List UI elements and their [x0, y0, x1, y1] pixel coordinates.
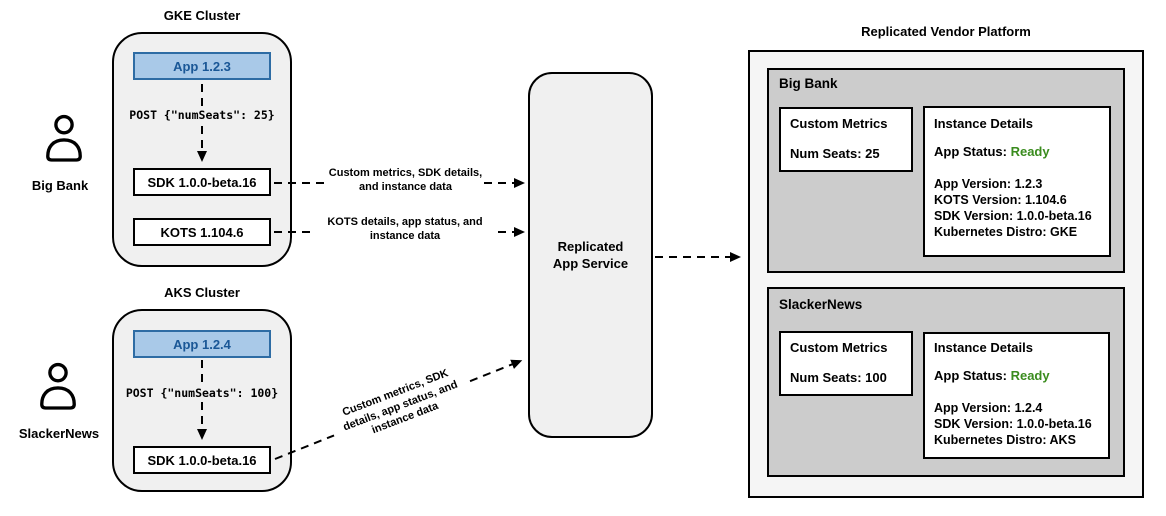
app-status-value: Ready — [1010, 368, 1050, 383]
customer-panel-label: SlackerNews — [779, 297, 863, 312]
service-name-line1: Replicated — [557, 239, 624, 254]
num-seats-value: Num Seats: 100 — [790, 370, 887, 385]
flow-label-aks-sdk: Custom metrics, SDK details, app status,… — [325, 361, 476, 452]
detail-line: App Version: 1.2.3 — [934, 177, 1043, 191]
instance-details-title: Instance Details — [934, 340, 1033, 355]
detail-line: Kubernetes Distro: GKE — [934, 225, 1078, 239]
custom-metrics-title: Custom Metrics — [790, 116, 888, 131]
gke-cluster-title: GKE Cluster — [163, 8, 241, 23]
gke-kots-label: KOTS 1.104.6 — [160, 224, 244, 240]
app-status-line: App Status: Ready — [934, 144, 1107, 159]
replicated-app-service-box: Replicated App Service — [528, 72, 653, 438]
instance-details-box: Instance Details App Status: Ready App V… — [923, 332, 1110, 459]
aks-app-label: App 1.2.4 — [173, 336, 231, 352]
detail-line: App Version: 1.2.4 — [934, 401, 1043, 415]
flow-label-gke-kots: KOTS details, app status, and instance d… — [315, 215, 495, 243]
customer-panel-label: Big Bank — [779, 76, 838, 91]
aks-app-box: App 1.2.4 — [133, 330, 271, 358]
instance-details-box: Instance Details App Status: Ready App V… — [923, 106, 1111, 257]
gke-kots-box: KOTS 1.104.6 — [133, 218, 271, 246]
actor-label-slackernews: SlackerNews — [18, 426, 100, 441]
user-icon — [46, 114, 82, 162]
service-name-line2: App Service — [552, 256, 629, 271]
app-status-label: App Status: — [934, 368, 1007, 383]
gke-app-label: App 1.2.3 — [173, 58, 231, 74]
custom-metrics-box: Custom Metrics Num Seats: 100 — [779, 331, 913, 396]
detail-line: SDK Version: 1.0.0-beta.16 — [934, 417, 1092, 431]
vendor-platform-title: Replicated Vendor Platform — [861, 24, 1031, 39]
custom-metrics-box: Custom Metrics Num Seats: 25 — [779, 107, 913, 172]
num-seats-value: Num Seats: 25 — [790, 146, 880, 161]
gke-app-box: App 1.2.3 — [133, 52, 271, 80]
gke-post-payload: POST {"numSeats": 25} — [120, 107, 284, 123]
app-status-value: Ready — [1010, 144, 1050, 159]
gke-sdk-label: SDK 1.0.0-beta.16 — [147, 174, 257, 190]
app-status-line: App Status: Ready — [934, 368, 1106, 383]
detail-line: KOTS Version: 1.104.6 — [934, 193, 1067, 207]
flow-label-gke-sdk: Custom metrics, SDK details, and instanc… — [328, 166, 483, 194]
gke-sdk-box: SDK 1.0.0-beta.16 — [133, 168, 271, 196]
actor-label-big-bank: Big Bank — [31, 178, 89, 193]
aks-sdk-label: SDK 1.0.0-beta.16 — [147, 452, 257, 468]
user-icon — [40, 362, 76, 410]
aks-post-payload: POST {"numSeats": 100} — [120, 385, 284, 401]
app-status-label: App Status: — [934, 144, 1007, 159]
detail-line: Kubernetes Distro: AKS — [934, 433, 1076, 447]
instance-details-title: Instance Details — [934, 116, 1033, 131]
custom-metrics-title: Custom Metrics — [790, 340, 888, 355]
aks-cluster-title: AKS Cluster — [164, 285, 240, 300]
aks-sdk-box: SDK 1.0.0-beta.16 — [133, 446, 271, 474]
detail-line: SDK Version: 1.0.0-beta.16 — [934, 209, 1092, 223]
